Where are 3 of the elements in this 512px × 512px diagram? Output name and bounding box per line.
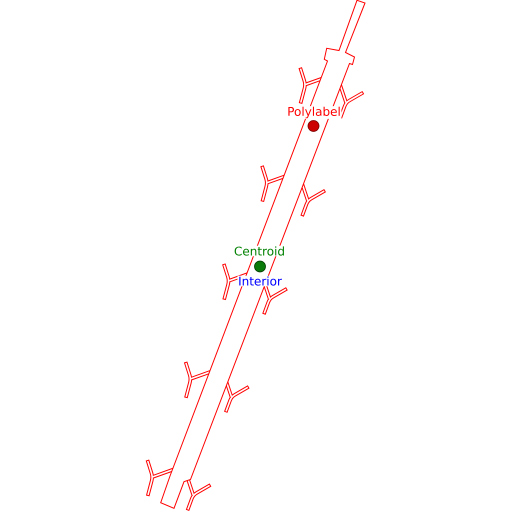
- point-label: Interior: [238, 276, 282, 286]
- point-label: Centroid: [233, 246, 286, 256]
- point-label: Polylabel: [286, 106, 342, 119]
